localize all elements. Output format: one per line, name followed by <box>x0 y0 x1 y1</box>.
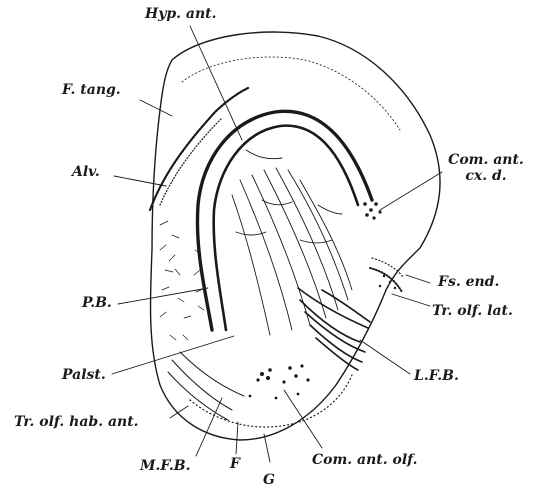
label-hyp-ant: Hyp. ant. <box>145 6 217 22</box>
leader-com-ant <box>380 172 442 210</box>
leader-lfb <box>360 340 410 374</box>
label-fs-end: Fs. end. <box>438 274 499 290</box>
label-com-ant-line2: cx. d. <box>440 168 532 184</box>
leader-f <box>236 422 238 454</box>
leader-pb <box>118 288 208 304</box>
lower-stipple-band <box>190 375 352 427</box>
label-com-ant-olf: Com. ant. olf. <box>312 452 418 468</box>
label-alv: Alv. <box>72 164 100 180</box>
label-lfb: L.F.B. <box>414 368 459 384</box>
leader-f-tang <box>140 100 172 116</box>
f-tang-band <box>160 118 222 205</box>
label-f: F <box>230 456 240 472</box>
leader-alv <box>114 176 166 186</box>
label-palst: Palst. <box>62 367 106 383</box>
leader-palst <box>112 336 234 374</box>
leader-g <box>264 434 270 462</box>
label-mfb: M.F.B. <box>140 458 190 474</box>
leader-fs-end <box>406 275 430 283</box>
label-g: G <box>263 472 275 488</box>
inner-contour <box>182 57 400 130</box>
label-tr-olf-lat: Tr. olf. lat. <box>432 303 513 319</box>
label-f-tang: F. tang. <box>62 82 121 98</box>
mfb-fibres <box>168 352 244 420</box>
hyp-ant-outer-line <box>197 111 372 330</box>
label-pb: P.B. <box>82 295 112 311</box>
label-tr-olf-hab-ant: Tr. olf. hab. ant. <box>14 414 139 430</box>
fs-end-stipple <box>372 258 404 278</box>
leader-hyp-ant <box>190 26 242 140</box>
label-com-ant-line1: Com. ant. <box>440 152 532 168</box>
leader-tr-olf-lat <box>392 294 430 306</box>
lfb-bundle <box>298 288 370 370</box>
dot-clusters <box>249 202 397 399</box>
leader-lines <box>112 26 442 462</box>
label-com-ant-cx-d: Com. ant. cx. d. <box>440 152 532 184</box>
leader-com-ant-olf <box>284 390 322 448</box>
fibre-strokes <box>232 150 352 335</box>
